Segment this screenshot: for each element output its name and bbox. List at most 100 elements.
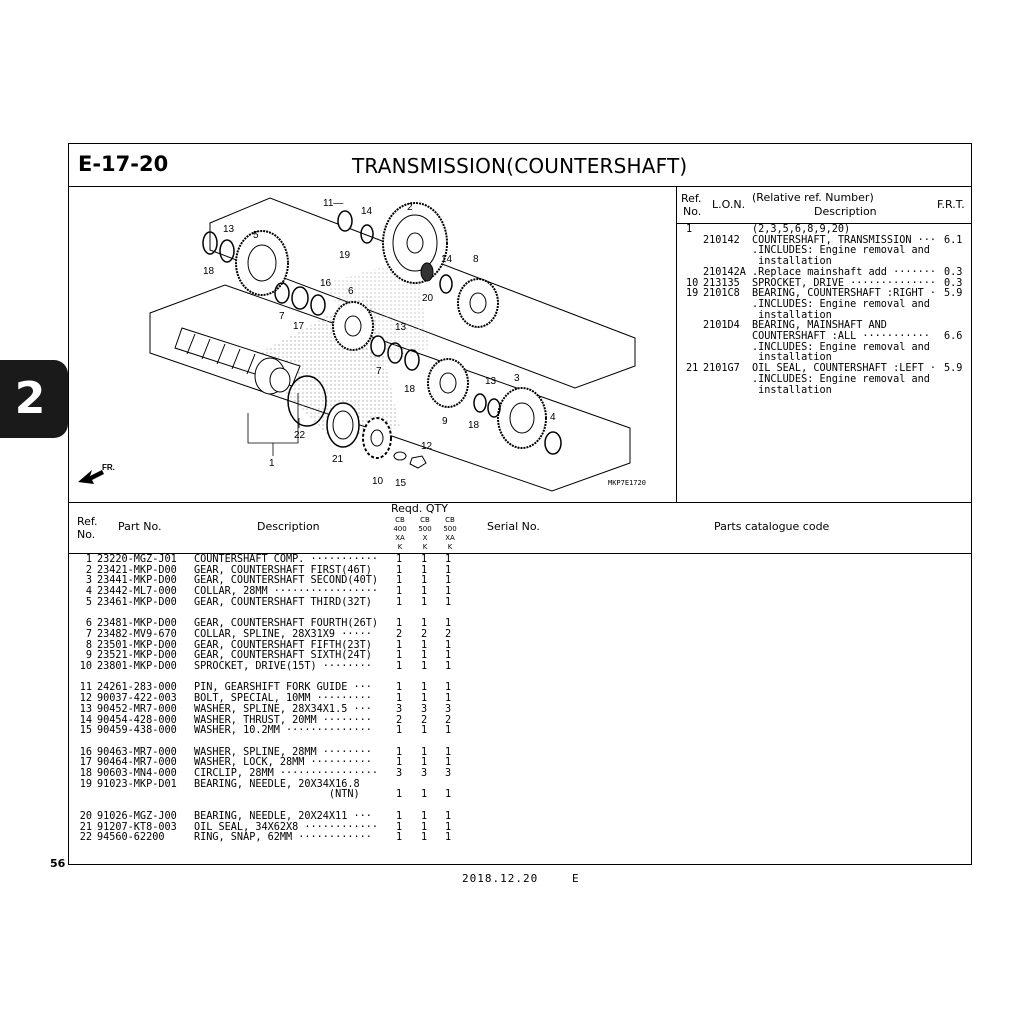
parts-header-serial-no: Serial No. [487,520,540,533]
section-tab [0,360,68,438]
part-cell-qty-1: 1 [396,554,403,565]
ref-cell-desc: .Replace mainshaft add ······· [752,266,937,278]
part-cell-description: OIL SEAL, 34X62X8 ············ [194,821,379,833]
part-cell-qty-2: 2 [421,714,428,726]
model-header-3-line3: XA [445,534,455,542]
ref-cell-desc: installation [752,309,832,321]
parts-header-no: No. [77,528,96,541]
gear-5 [235,230,289,296]
part-cell-qty-2: 1 [421,639,428,651]
part-cell-ref: 10 [79,661,92,672]
part-cell-part-no: 23441-MKP-D00 [97,575,177,587]
part-cell-description: RING, SNAP, 62MM ············ [194,832,372,844]
part-cell-description: BOLT, SPECIAL, 10MM ········· [194,693,372,705]
svg-text:11—: 11— [323,198,343,209]
svg-text:2: 2 [407,202,413,213]
svg-text:7: 7 [376,366,382,377]
part-cell-description: BEARING, NEEDLE, 20X34X16.8 [194,778,360,790]
svg-text:4: 4 [550,412,556,423]
gear-6 [332,301,374,351]
part-cell-qty-1: 1 [396,810,403,822]
svg-text:6: 6 [348,286,354,297]
part-cell-ref: 12 [79,693,92,705]
part-cell-part-no: 90603-MN4-000 [97,768,177,779]
part-cell-qty-1: 1 [396,618,403,630]
svg-text:22: 22 [294,430,306,441]
exploded-parts-diagram: 11— 14 2 13 5 18 19 14 8 16 6 20 7 17 13… [78,197,636,492]
part-cell-qty-1: 1 [396,586,403,598]
part-cell-qty-1: 2 [396,714,403,726]
ref-header-lon: L.O.N. [712,198,746,211]
model-header-1-line4: K [397,543,403,551]
part-cell-part-no: 90452-MR7-000 [97,703,177,715]
upper-group-outline [209,197,636,389]
part-cell-qty-2: 1 [421,757,428,769]
part-cell-qty-3: 1 [445,832,452,844]
part-cell-description: PIN, GEARSHIFT FORK GUIDE ··· [194,682,372,694]
ref-cell-frt: 5.9 [944,363,963,375]
part-cell-ref: 20 [79,810,92,822]
ref-cell-desc: installation [752,256,832,268]
svg-text:18: 18 [468,420,480,431]
section-number: 2 [14,373,46,424]
ref-cell-frt: 6.1 [944,234,963,246]
parts-header-catalogue-code: Parts catalogue code [714,520,830,533]
part-cell-ref: 7 [85,628,92,640]
header-divider [68,186,972,187]
ref-cell-desc: .INCLUDES: Engine removal and [752,298,930,310]
part-cell-qty-2: 3 [421,703,428,715]
callout-labels: 11— 14 2 13 5 18 19 14 8 16 6 20 7 17 13… [203,198,556,489]
footer-date: 2018.12.20 [462,872,539,885]
ref-cell-frt: 0.3 [944,277,963,289]
part-cell-description: GEAR, COUNTERSHAFT SECOND(40T) [194,575,379,587]
part-cell-qty-2: 1 [421,650,428,662]
part-cell-qty-1: 1 [396,757,403,769]
parts-header-part-no: Part No. [118,520,162,533]
part-cell-qty-1: 1 [396,639,403,651]
part-cell-description: WASHER, LOCK, 28MM ·········· [194,757,372,769]
svg-text:10: 10 [372,476,384,487]
parts-header-divider [68,553,972,554]
part-cell-part-no: 23482-MV9-670 [97,628,177,640]
part-cell-ref: 2 [85,564,92,576]
catalog-frame [68,143,972,865]
part-cell-description: BEARING, NEEDLE, 20X24X11 ··· [194,810,372,822]
part-cell-qty-1: 1 [396,661,403,672]
parts-header-ref: Ref. [77,515,98,528]
svg-text:21: 21 [332,454,344,465]
part-cell-part-no: 91207-KT8-003 [97,821,177,833]
part-cell-part-no: 90459-438-000 [97,725,177,737]
part-cell-qty-2: 2 [421,628,428,640]
ref-cell-desc: SPROCKET, DRIVE ·············· [752,277,937,289]
model-header-3-line4: K [447,543,453,551]
svg-text:3: 3 [514,373,520,384]
part-cell-qty-3: 1 [445,618,452,630]
part-cell-qty-3: 1 [445,564,452,576]
part-cell-ref: 14 [79,714,92,726]
page-title: TRANSMISSION(COUNTERSHAFT) [352,154,688,178]
svg-text:7: 7 [279,311,285,322]
part-cell-qty-1: 1 [396,693,403,705]
ref-cell-lon: 210142A [703,266,746,278]
front-direction-arrow: FR. [78,463,115,484]
svg-text:1: 1 [269,458,275,469]
part-cell-part-no: 90454-428-000 [97,714,177,726]
ref-cell-lon: 213135 [703,277,740,289]
model-header-3-line2: 500 [443,525,457,533]
ref-cell-lon: 2101C8 [703,288,740,300]
part-cell-qty-1: 1 [396,746,403,758]
ref-cell-ref: 1 [686,224,693,235]
part-cell-qty-2: 1 [421,661,428,672]
ref-cell-desc: BEARING, MAINSHAFT AND [752,320,887,332]
part-cell-qty-1: 1 [396,650,403,662]
part-cell-qty-1: 1 [396,682,403,694]
part-cell-description: WASHER, SPLINE, 28X34X1.5 ··· [194,703,372,715]
part-cell-ref: 18 [79,768,92,779]
part-cell-description: WASHER, THRUST, 20MM ········ [194,714,372,726]
part-cell-qty-1: 3 [396,768,403,779]
part-cell-qty-1: 1 [396,789,403,801]
ref-cell-ref: 10 [686,277,699,289]
part-cell-qty-1: 1 [396,575,403,587]
ref-cell-ref: 19 [686,288,699,300]
gear-3 [497,387,547,449]
